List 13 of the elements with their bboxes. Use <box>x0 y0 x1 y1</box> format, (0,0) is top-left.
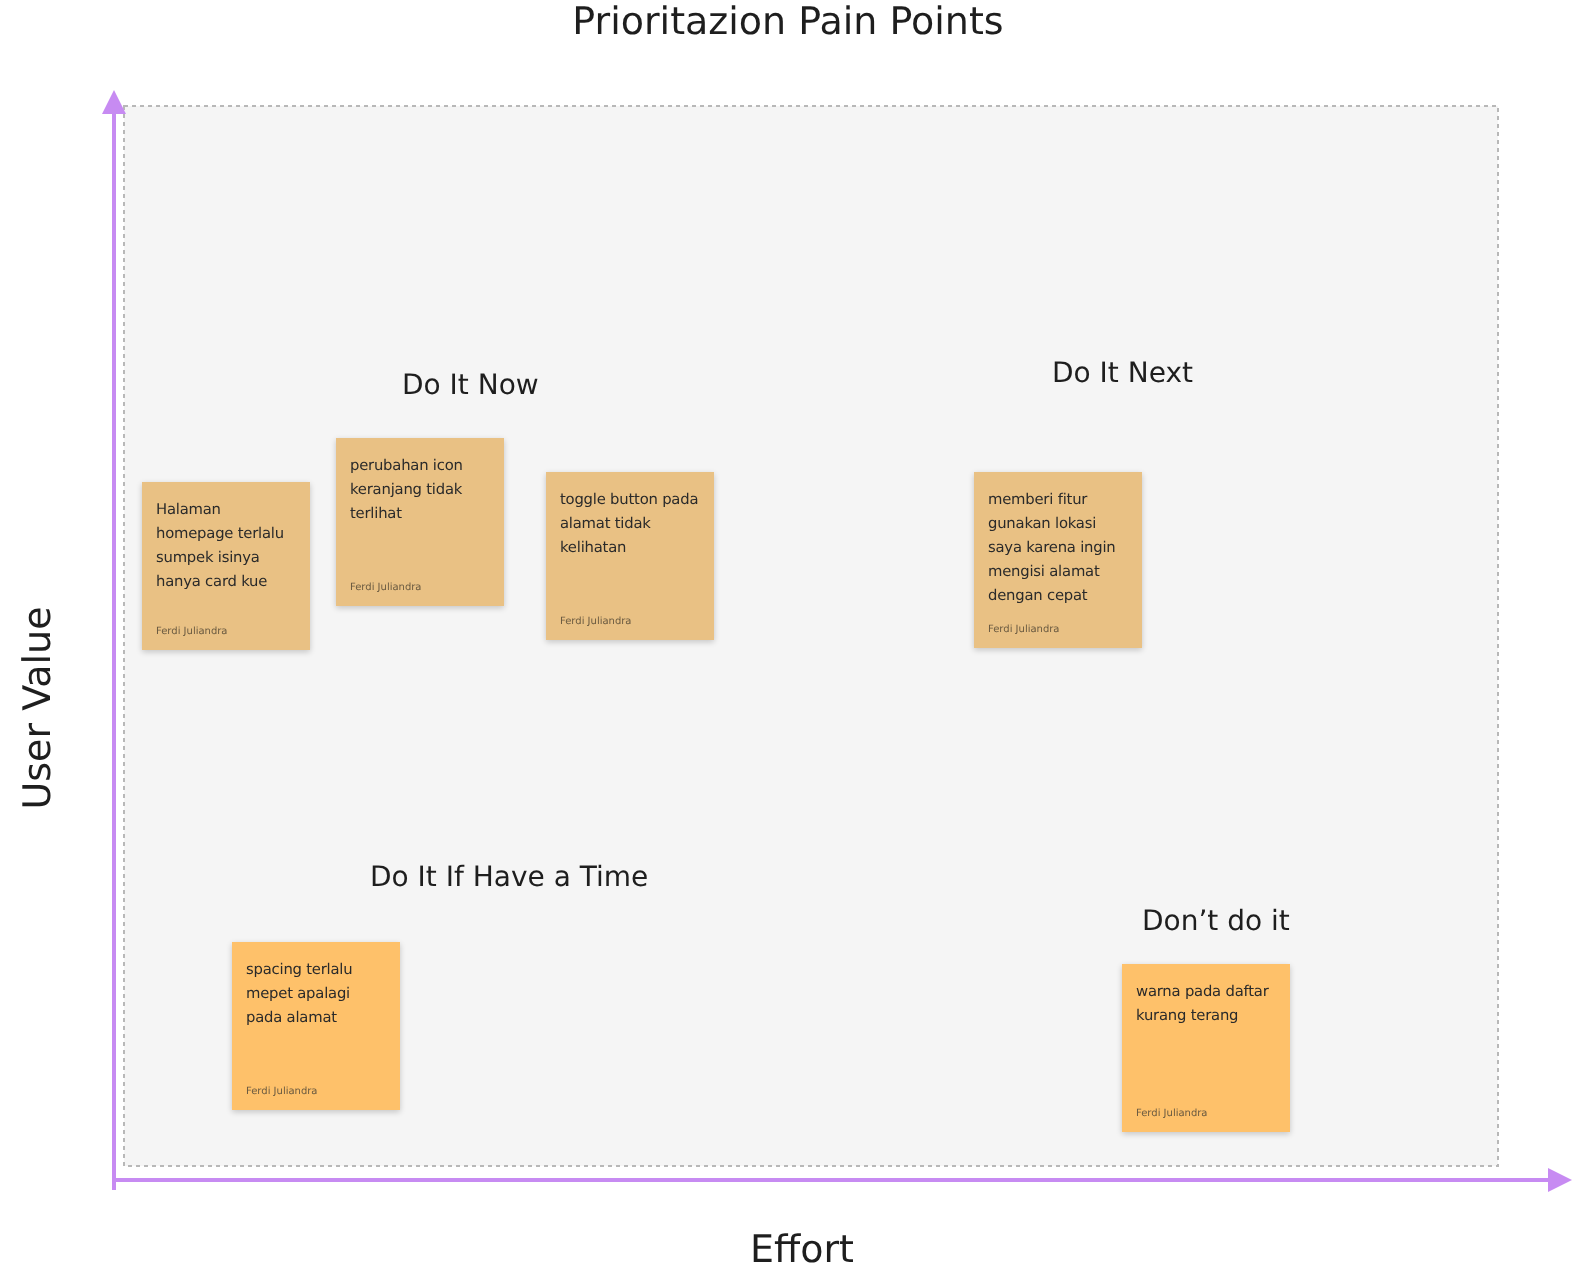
quadrant-label: Don’t do it <box>1142 906 1290 938</box>
sticky-note <box>232 942 400 1110</box>
quadrant-label: Do It Now <box>402 370 539 402</box>
axis-label: User Value <box>15 606 60 810</box>
chart-title: Prioritazion Pain Points <box>570 0 1006 44</box>
sticky-note <box>1122 964 1290 1132</box>
quadrant-label: Do It If Have a Time <box>370 862 649 894</box>
quadrant-label: Do It Next <box>1052 358 1193 390</box>
sticky-note <box>546 472 714 640</box>
axis-label: Effort <box>750 1228 854 1268</box>
sticky-note <box>142 482 310 650</box>
sticky-note <box>336 438 504 606</box>
sticky-note <box>974 472 1142 648</box>
